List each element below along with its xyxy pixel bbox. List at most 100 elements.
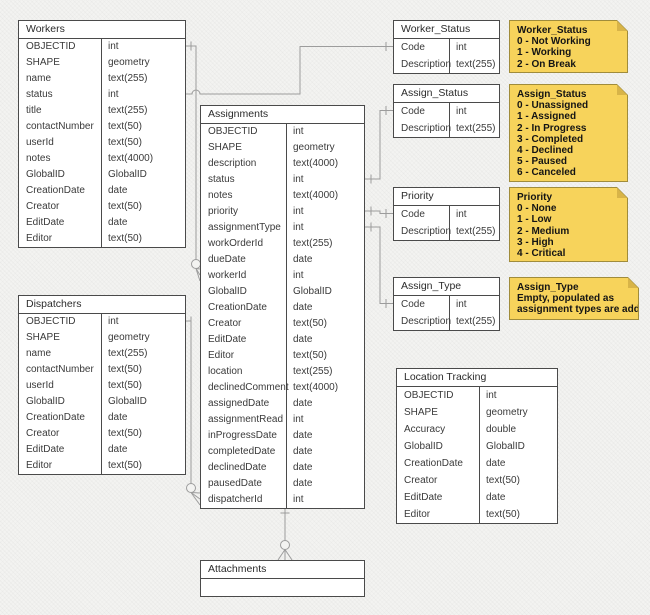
field-type: text(50): [293, 350, 327, 361]
folded-corner-icon: [628, 278, 638, 288]
field-type: date: [293, 254, 313, 265]
field-type: int: [293, 222, 304, 233]
field-name: contactNumber: [26, 121, 94, 132]
field-type: date: [486, 458, 506, 469]
note-line: 4 - Critical: [517, 248, 566, 260]
field-type: text(4000): [293, 158, 339, 169]
folded-corner-icon: [617, 188, 627, 198]
field-type: text(50): [293, 318, 327, 329]
field-name: declinedComment: [208, 382, 289, 393]
field-name: name: [26, 73, 52, 84]
field-type: text(50): [108, 233, 142, 244]
field-type: date: [293, 302, 313, 313]
field-type: text(50): [108, 428, 142, 439]
note-line: 4 - Declined: [517, 145, 574, 157]
field-name: declinedDate: [208, 462, 267, 473]
field-name: status: [208, 174, 235, 185]
connector-workers-status--worker-status-code: [186, 42, 393, 95]
field-type: text(4000): [293, 382, 339, 393]
note-line: 5 - Paused: [517, 156, 568, 168]
field-name: Accuracy: [404, 424, 446, 435]
field-name: CreationDate: [26, 185, 85, 196]
note-line: 1 - Low: [517, 214, 552, 226]
field-type: double: [486, 424, 517, 435]
note-line: 1 - Working: [517, 47, 572, 59]
field-type: geometry: [486, 407, 528, 418]
field-name: CreationDate: [26, 412, 85, 423]
field-type: text(50): [108, 137, 142, 148]
field-name: OBJECTID: [404, 390, 454, 401]
field-name: userId: [26, 137, 54, 148]
field-name: completedDate: [208, 446, 276, 457]
note-line: 0 - Unassigned: [517, 100, 589, 112]
field-type: text(255): [293, 366, 333, 377]
cardinality-zero-circle: [280, 540, 290, 550]
connector-assignments--attachments: [277, 507, 293, 561]
note-line: assignment types are added: [517, 304, 650, 316]
field-name: Description: [401, 316, 452, 327]
field-type: date: [293, 430, 313, 441]
field-type: date: [293, 334, 313, 345]
note-line: 3 - Completed: [517, 133, 584, 145]
field-name: contactNumber: [26, 364, 94, 375]
field-row: status int: [201, 172, 364, 188]
field-type: text(255): [456, 316, 496, 327]
field-name: SHAPE: [26, 332, 60, 343]
connector-workers-objectid--assignments-workerid: [186, 41, 201, 282]
field-type: text(255): [108, 105, 148, 116]
field-type: text(50): [108, 121, 142, 132]
field-name: OBJECTID: [26, 316, 76, 327]
field-name: assignmentRead: [208, 414, 284, 425]
column-divider: [449, 39, 450, 73]
column-divider: [449, 206, 450, 240]
field-type: int: [456, 106, 467, 117]
field-type: int: [108, 316, 119, 327]
field-name: Editor: [26, 460, 53, 471]
field-name: userId: [26, 380, 54, 391]
field-name: Description: [401, 59, 452, 70]
field-name: status: [26, 89, 53, 100]
field-name: assignedDate: [208, 398, 270, 409]
connector-dispatchers-objectid--assignments-dispatcherid: [186, 316, 201, 506]
field-type: int: [293, 174, 304, 185]
column-divider: [101, 314, 102, 474]
field-name: Code: [401, 106, 425, 117]
field-name: EditDate: [26, 444, 65, 455]
table-title: Assign_Status: [394, 85, 499, 103]
connector-assignments-status--assign-status-code: [365, 106, 393, 184]
field-type: int: [456, 42, 467, 53]
note-line: 2 - Medium: [517, 225, 570, 237]
field-row: OBJECTID int: [19, 314, 185, 330]
er-table-attachments: Attachments: [200, 560, 365, 597]
field-type: date: [108, 444, 128, 455]
field-name: inProgressDate: [208, 430, 277, 441]
note-line: Priority: [517, 192, 553, 203]
column-divider: [479, 387, 480, 523]
field-type: int: [293, 270, 304, 281]
note-line: 2 - In Progress: [517, 122, 587, 134]
field-name: CreationDate: [404, 458, 463, 469]
field-row: contactNumber text(50): [19, 119, 185, 135]
